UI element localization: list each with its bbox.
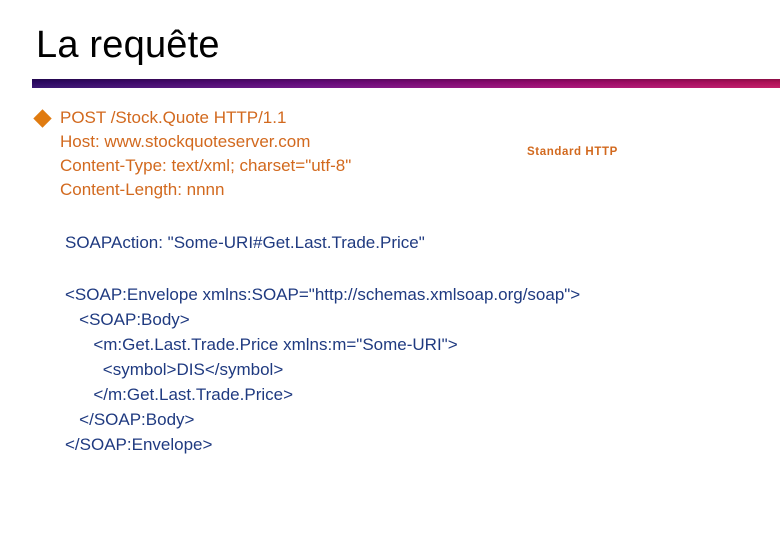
xml-line-getlasttradeprice-open: <m:Get.Last.Trade.Price xmlns:m="Some-UR… xyxy=(65,335,458,354)
http-line-host: Host: www.stockquoteserver.com xyxy=(60,132,311,151)
xml-line-symbol: <symbol>DIS</symbol> xyxy=(65,360,284,379)
soapaction-header-line: SOAPAction: "Some-URI#Get.Last.Trade.Pri… xyxy=(65,233,425,252)
xml-line-getlasttradeprice-close: </m:Get.Last.Trade.Price> xyxy=(65,385,294,404)
http-request-block: POST /Stock.Quote HTTP/1.1 Host: www.sto… xyxy=(33,106,506,202)
page-title: La requête xyxy=(36,24,220,66)
standard-http-annotation: Standard HTTP xyxy=(527,146,618,158)
http-request-lines: POST /Stock.Quote HTTP/1.1 Host: www.sto… xyxy=(60,106,351,202)
xml-line-envelope-close: </SOAP:Envelope> xyxy=(65,435,213,454)
http-line-request: POST /Stock.Quote HTTP/1.1 xyxy=(60,108,287,127)
diamond-bullet-icon xyxy=(33,109,52,128)
xml-line-body-close: </SOAP:Body> xyxy=(65,410,195,429)
http-line-content-type: Content-Type: text/xml; charset="utf-8" xyxy=(60,156,352,175)
xml-line-envelope-open: <SOAP:Envelope xmlns:SOAP="http://schema… xyxy=(65,285,581,304)
title-divider-rule xyxy=(32,79,780,88)
xml-line-body-open: <SOAP:Body> xyxy=(65,310,190,329)
http-line-content-length: Content-Length: nnnn xyxy=(60,180,225,199)
bullet-row: POST /Stock.Quote HTTP/1.1 Host: www.sto… xyxy=(33,106,506,202)
soap-envelope-block: <SOAP:Envelope xmlns:SOAP="http://schema… xyxy=(65,282,580,457)
